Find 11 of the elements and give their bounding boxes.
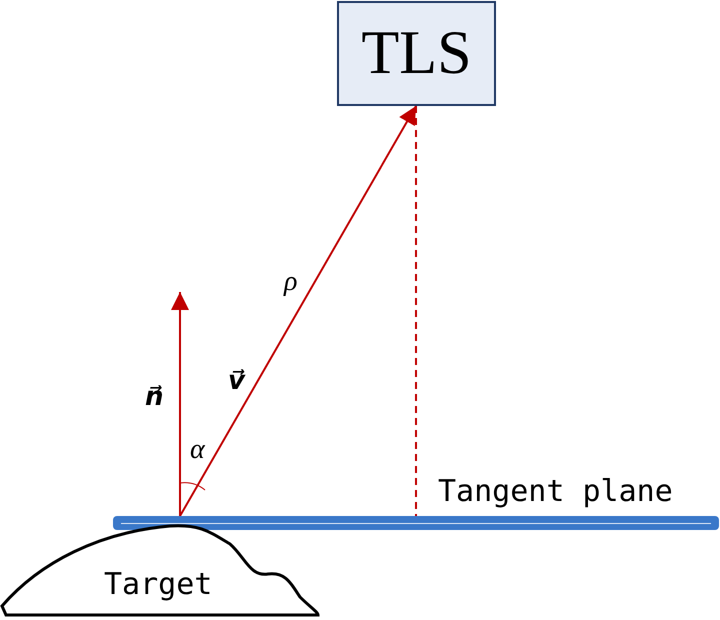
range-label: ρ (284, 268, 298, 296)
plane-label: Tangent plane (438, 474, 673, 509)
vector-label: n⃗ (145, 384, 164, 410)
projection-line (415, 106, 417, 516)
vector-label: v⃗ (228, 368, 245, 394)
target-label: Target (104, 567, 212, 602)
vector-arrow (171, 292, 189, 516)
angle-label: α (190, 436, 205, 464)
vector-arrow (179, 106, 417, 516)
tangent-plane-bar (113, 516, 719, 530)
scanner-box: TLS (337, 1, 496, 106)
